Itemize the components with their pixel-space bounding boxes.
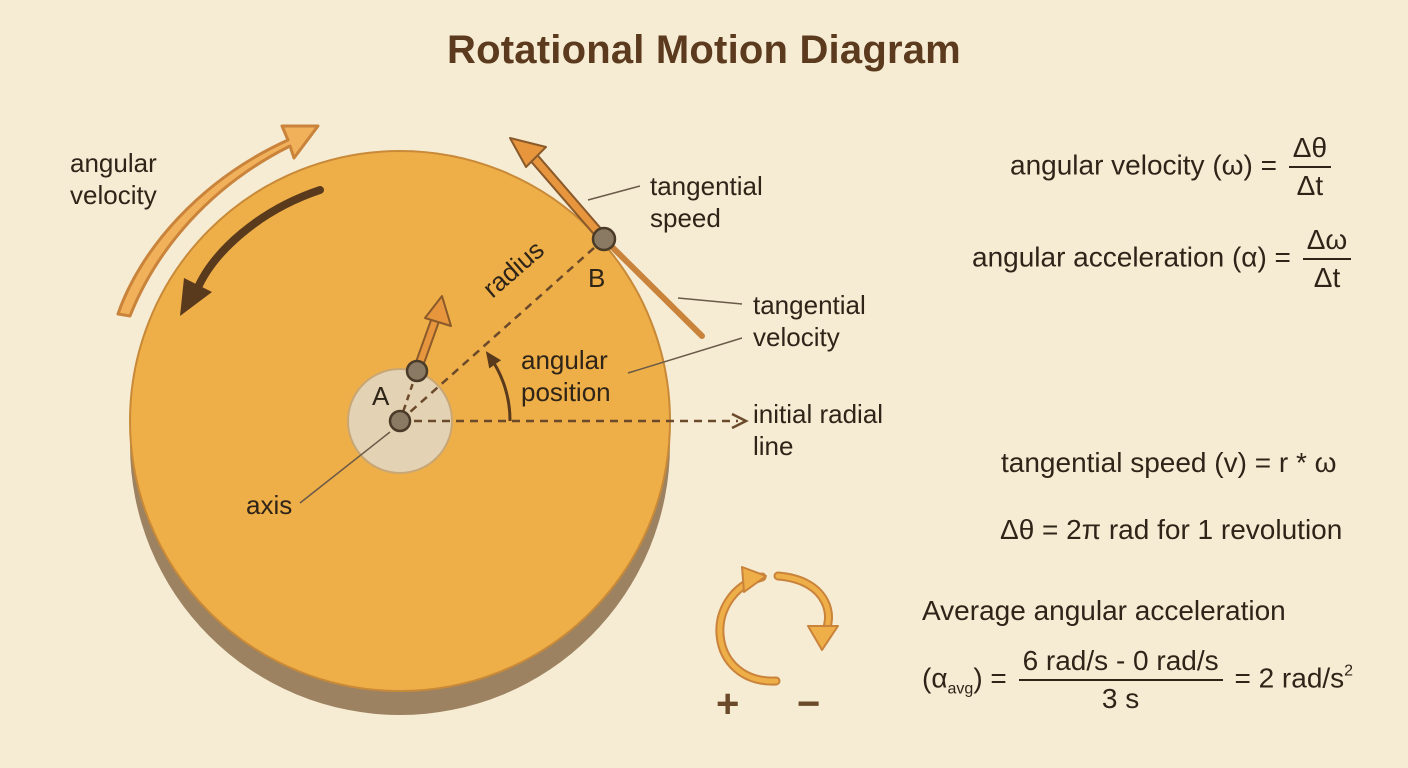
tangential-speed-arrowhead <box>509 137 547 168</box>
inner-angular-velocity-arrow <box>192 186 324 296</box>
point-a-label: A <box>372 381 390 411</box>
axis-label: axis <box>246 490 293 520</box>
angular-acceleration-equation: angular acceleration (α) = Δω Δt <box>972 224 1355 294</box>
tangential-speed-equation: tangential speed (v) = r * ω <box>1001 447 1337 478</box>
radial-point-arrowhead <box>424 295 452 327</box>
leader-tangential-velocity <box>677 297 743 305</box>
tangent-line <box>601 236 705 339</box>
outer-angular-velocity-arrow <box>116 124 320 318</box>
point-a <box>388 409 412 433</box>
leader-tangential-speed <box>587 185 641 201</box>
angular-velocity-equation: angular velocity (ω) = Δθ Δt <box>1010 132 1335 202</box>
positive-rotation-sign: + <box>716 682 740 726</box>
point-b <box>591 226 617 252</box>
radius-line <box>399 238 605 422</box>
tangential-speed-label: tangential speed <box>650 171 763 233</box>
leader-axis <box>299 431 391 504</box>
average-acceleration-heading: Average angular acceleration <box>922 595 1286 626</box>
average-acceleration-equation: (αavg) = 6 rad/s - 0 rad/s 3 s = 2 rad/s… <box>922 645 1354 714</box>
tangential-velocity-label: tangential velocity <box>753 290 866 352</box>
initial-radial-line-label: initial radial line <box>753 399 884 461</box>
point-on-radius <box>405 359 429 383</box>
cw-rotation-arrowhead <box>807 625 839 651</box>
point-b-label: B <box>588 263 606 293</box>
initial-radial-arrowhead <box>731 412 749 430</box>
inner-angular-velocity-arrowhead <box>180 278 212 316</box>
ccw-rotation-arrow <box>715 572 781 686</box>
angular-position-arc <box>485 351 512 422</box>
ccw-rotation-arrow-fill <box>717 574 779 684</box>
revolution-equation: Δθ = 2π rad for 1 revolution <box>1000 514 1343 545</box>
angular-position-label: angular position <box>521 345 611 407</box>
leader-angular-position <box>627 337 743 374</box>
ccw-rotation-arrowhead <box>741 566 767 593</box>
tangential-speed-arrow-fill <box>530 154 608 243</box>
angular-velocity-label: angular velocity <box>70 148 157 210</box>
negative-rotation-sign: − <box>797 682 821 726</box>
page-title: Rotational Motion Diagram <box>447 28 961 72</box>
